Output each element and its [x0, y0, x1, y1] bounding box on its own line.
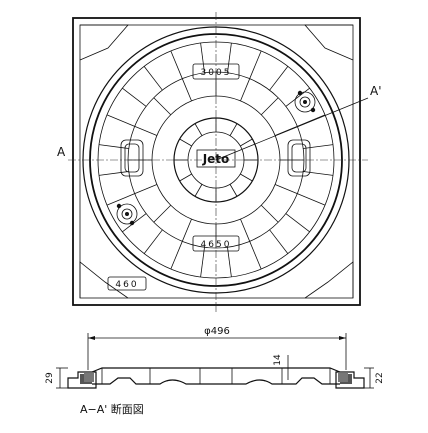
pattern-rib: [106, 114, 135, 127]
pattern-rib: [227, 247, 232, 278]
plan-view: Jeto 3005 4650 460 A A': [57, 12, 382, 312]
dim-left-height-label: 29: [45, 372, 55, 384]
pattern-rib: [285, 213, 310, 233]
cover-section-ribs: [101, 368, 331, 384]
pattern-rib: [200, 247, 205, 278]
pattern-rib: [122, 87, 147, 107]
cover-section-top: [91, 367, 341, 373]
medallion-spoke: [179, 173, 192, 182]
dim-diameter-arrow-right: [339, 336, 346, 340]
lift-pocket-left-inner: [124, 143, 140, 173]
pattern-rib: [181, 218, 192, 242]
pattern-rib: [143, 229, 163, 254]
section-cut-line: [215, 97, 369, 161]
dim-right-height-label: 22: [375, 372, 385, 383]
dim-thickness-label: 14: [273, 354, 283, 366]
pattern-rib: [260, 204, 279, 223]
section-mark-left: A: [57, 145, 66, 159]
pattern-rib: [260, 97, 279, 116]
pattern-rib: [303, 144, 334, 149]
pattern-rib: [249, 241, 262, 270]
cover-right-seat: [338, 373, 348, 382]
pattern-rib: [285, 87, 310, 107]
frame-code-text: 460: [115, 280, 138, 290]
medallion-spoke: [240, 173, 253, 182]
cover-section-bottom: [92, 377, 340, 385]
medallion-spoke: [240, 138, 253, 147]
hinge-fitting-upper-right: [294, 90, 316, 113]
frame-inner-border: [79, 24, 354, 299]
dim-diameter-label: φ496: [204, 326, 230, 337]
section-caption: A−A' 断面図: [80, 402, 144, 416]
pattern-rib: [98, 171, 129, 176]
dim-diameter-arrow-left: [88, 336, 95, 340]
pattern-rib: [122, 213, 147, 233]
lift-pocket-right: [287, 139, 311, 177]
pattern-rib: [170, 241, 183, 270]
pattern-rib: [134, 184, 158, 195]
pattern-rib: [274, 184, 298, 195]
pattern-rib: [153, 97, 172, 116]
section-view: φ496 14 29 22 A−A' 断面図: [45, 326, 385, 416]
medallion-spoke: [179, 138, 192, 147]
pattern-rib: [240, 218, 251, 242]
frame-code-plate: [107, 276, 147, 291]
bottom-code-text: 4650: [201, 240, 232, 250]
medallion-spoke: [229, 184, 238, 197]
frame-section-left: [67, 371, 97, 389]
pattern-rib: [249, 50, 262, 79]
pattern-rib: [143, 66, 163, 91]
section-mark-right: A': [370, 84, 382, 98]
pattern-rib: [269, 66, 289, 91]
pattern-rib: [153, 204, 172, 223]
medallion-spoke: [194, 184, 203, 197]
lift-pocket-right-inner: [291, 143, 307, 173]
pattern-rib: [106, 193, 135, 206]
center-logo-text: Jeto: [202, 152, 230, 166]
medallion-spoke: [194, 123, 203, 136]
cover-left-seat: [84, 373, 94, 382]
pattern-rib: [297, 193, 326, 206]
pattern-rib: [297, 114, 326, 127]
pattern-rib: [181, 78, 192, 102]
pattern-rib: [98, 144, 129, 149]
hinge-fitting-lower-left: [116, 203, 138, 226]
pattern-rib: [200, 42, 205, 73]
pattern-rib: [170, 50, 183, 79]
top-code-text: 3005: [201, 68, 232, 78]
pattern-rib: [303, 171, 334, 176]
pattern-rib: [134, 125, 158, 136]
lift-pocket-left: [120, 139, 144, 177]
medallion-spoke: [229, 123, 238, 136]
pattern-rib: [227, 42, 232, 73]
frame-outer-border: [72, 17, 361, 306]
pattern-rib: [240, 78, 251, 102]
pattern-rib: [269, 229, 289, 254]
